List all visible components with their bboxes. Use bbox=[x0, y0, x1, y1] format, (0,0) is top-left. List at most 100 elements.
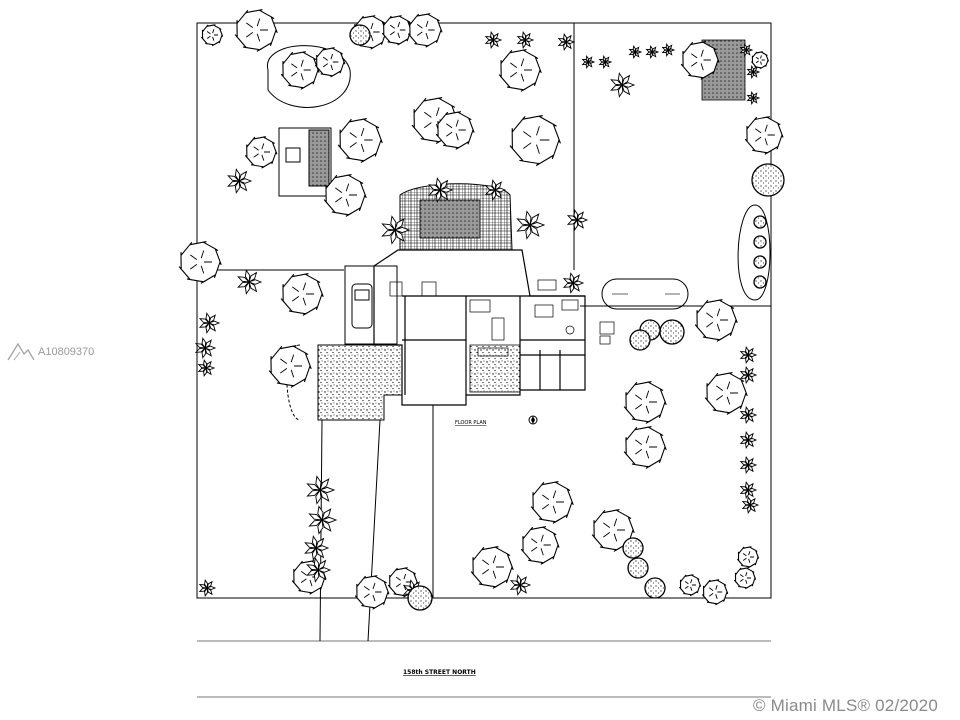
palm-tree-icon bbox=[557, 33, 576, 51]
gravel-forecourt bbox=[317, 344, 403, 421]
tree-layer bbox=[178, 9, 785, 611]
tree-canopy-icon bbox=[530, 481, 574, 524]
shrub-icon bbox=[349, 24, 371, 46]
tree-canopy-icon bbox=[280, 51, 320, 90]
tree-canopy-icon bbox=[751, 51, 769, 69]
tree-canopy-icon bbox=[201, 24, 224, 47]
palm-tree-icon bbox=[197, 359, 216, 377]
palm-tree-icon bbox=[739, 456, 758, 474]
palm-tree-icon bbox=[198, 579, 217, 597]
tree-canopy-icon bbox=[704, 372, 748, 415]
north-arrow-icon bbox=[528, 415, 538, 425]
interior-fixtures bbox=[389, 279, 615, 357]
shrub-icon bbox=[753, 215, 767, 229]
shrub-icon bbox=[659, 319, 685, 345]
tree-canopy-icon bbox=[702, 579, 729, 606]
shrub-icon bbox=[407, 585, 433, 611]
tree-canopy-icon bbox=[498, 49, 542, 92]
street-lines bbox=[197, 640, 771, 698]
palm-tree-icon bbox=[484, 31, 503, 49]
shrub-icon bbox=[629, 329, 651, 351]
palm-tree-icon bbox=[381, 215, 411, 245]
palm-tree-icon bbox=[308, 505, 338, 535]
tree-canopy-icon bbox=[355, 575, 390, 610]
tree-canopy-icon bbox=[178, 241, 222, 284]
tree-canopy-icon bbox=[408, 13, 443, 48]
palm-tree-icon bbox=[509, 574, 532, 596]
tree-canopy-icon bbox=[234, 9, 278, 52]
palm-tree-icon bbox=[598, 55, 613, 69]
palm-tree-icon bbox=[304, 535, 330, 561]
palm-tree-icon bbox=[516, 31, 535, 49]
shrub-icon bbox=[753, 275, 767, 289]
tree-canopy-icon bbox=[623, 426, 667, 469]
tree-canopy-icon bbox=[315, 47, 346, 78]
palm-tree-icon bbox=[741, 496, 760, 514]
shrub-icon bbox=[753, 255, 767, 269]
property-boundary bbox=[196, 22, 772, 599]
tree-canopy-icon bbox=[280, 273, 324, 316]
garage bbox=[344, 265, 398, 345]
palm-tree-icon bbox=[746, 91, 761, 105]
tree-canopy-icon bbox=[694, 299, 738, 342]
palm-tree-icon bbox=[739, 346, 758, 364]
pool bbox=[419, 199, 481, 239]
palm-tree-icon bbox=[739, 43, 754, 57]
planting-bed-east bbox=[737, 204, 771, 301]
street-label: 158th STREET NORTH bbox=[403, 669, 476, 676]
palm-tree-icon bbox=[581, 55, 596, 69]
palm-tree-icon bbox=[628, 45, 643, 59]
watermark-listing-id: A10809370 bbox=[6, 340, 94, 364]
tree-canopy-icon bbox=[520, 526, 560, 565]
palm-tree-icon bbox=[610, 72, 636, 98]
house-outline bbox=[373, 249, 586, 406]
palm-tree-icon bbox=[562, 272, 585, 294]
shrub-icon bbox=[751, 163, 785, 197]
tree-canopy-icon bbox=[382, 15, 413, 46]
tree-canopy-icon bbox=[470, 546, 514, 589]
tree-canopy-icon bbox=[435, 111, 475, 150]
driveway bbox=[319, 419, 381, 642]
floor-plan-label: FLOOR PLAN bbox=[455, 420, 487, 426]
planting-bed-northwest bbox=[267, 45, 351, 108]
shed bbox=[278, 127, 332, 197]
listing-id-text: A10809370 bbox=[38, 346, 95, 358]
palm-tree-icon bbox=[198, 312, 221, 334]
property-logo-icon bbox=[7, 342, 35, 361]
tree-canopy-icon bbox=[679, 574, 702, 597]
palm-tree-icon bbox=[428, 177, 454, 203]
tree-canopy-icon bbox=[744, 116, 784, 155]
shrub-icon bbox=[627, 557, 649, 579]
palm-tree-icon bbox=[194, 337, 217, 359]
palm-tree-icon bbox=[306, 557, 332, 583]
mls-footer: © Miami MLS® 02/2020 bbox=[753, 696, 938, 715]
tree-canopy-icon bbox=[591, 509, 635, 552]
tree-canopy-icon bbox=[337, 118, 383, 163]
shrub-icon bbox=[753, 235, 767, 249]
tree-canopy-icon bbox=[323, 174, 367, 217]
oval-planter bbox=[601, 278, 689, 310]
tree-canopy-icon bbox=[734, 567, 757, 590]
palm-tree-icon bbox=[746, 65, 761, 79]
shrub-icon bbox=[644, 577, 666, 599]
shrub-icon bbox=[622, 537, 644, 559]
palm-tree-icon bbox=[645, 45, 660, 59]
palm-tree-icon bbox=[739, 431, 758, 449]
palm-tree-icon bbox=[566, 209, 589, 231]
palm-tree-icon bbox=[739, 406, 758, 424]
tree-canopy-icon bbox=[245, 136, 278, 169]
palm-tree-icon bbox=[739, 481, 758, 499]
tree-canopy-icon bbox=[509, 115, 561, 166]
tree-canopy-icon bbox=[268, 345, 312, 388]
tree-canopy-icon bbox=[680, 41, 720, 80]
palm-tree-icon bbox=[484, 179, 507, 201]
palm-tree-icon bbox=[516, 210, 546, 240]
palm-tree-icon bbox=[739, 366, 758, 384]
palm-tree-icon bbox=[306, 475, 336, 505]
palm-tree-icon bbox=[227, 168, 253, 194]
tree-canopy-icon bbox=[737, 546, 760, 569]
tree-canopy-icon bbox=[623, 381, 667, 424]
palm-tree-icon bbox=[661, 43, 676, 57]
gravel-patio bbox=[469, 344, 521, 393]
